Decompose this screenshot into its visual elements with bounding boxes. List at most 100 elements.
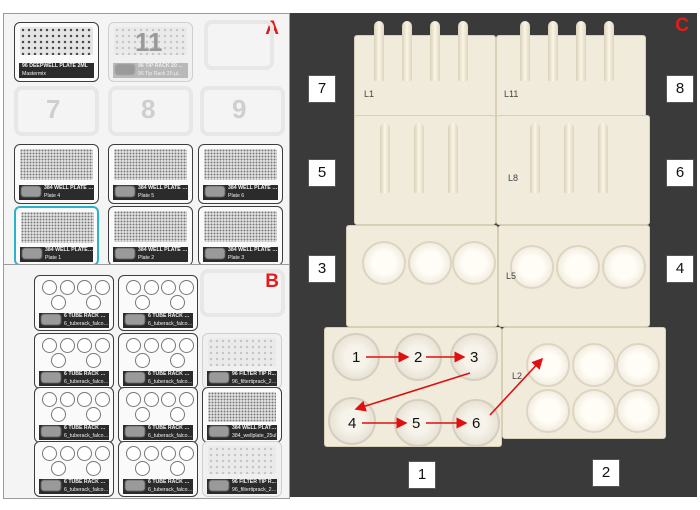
- tube-slot: [42, 392, 58, 407]
- labware-tube-rack[interactable]: 6 TUBE RACK WI... 6_tuberack_falcon...: [118, 333, 198, 389]
- tube-number-5: 5: [412, 415, 421, 432]
- tube-slot: [86, 461, 101, 476]
- labware-caption: 6 TUBE RACK WI... 6_tuberack_falcon_...: [39, 313, 109, 328]
- tube-slot: [59, 446, 75, 461]
- labware-384-plate-2[interactable]: 384 WELL PLATE 25 ... Plate 2: [108, 206, 193, 264]
- labware-caption: 96 FILTER TIP R... 96_filtertiprack_20ul: [207, 371, 277, 386]
- redaction-blur: [125, 480, 145, 491]
- labware-384-plate[interactable]: 384 WELL PLATE 25 ... 384_wellplate_25ul: [202, 387, 282, 443]
- tube-slot: [77, 392, 93, 407]
- tube-slot: [77, 446, 93, 461]
- tube-slot: [161, 446, 177, 461]
- labware-tube-rack[interactable]: 6 TUBE RACK WI... 6_tuberack_falcon...: [34, 441, 114, 497]
- tube-grid: [41, 392, 111, 422]
- labware-caption: 6 TUBE RACK WI... 6_tuberack_falcon...: [39, 479, 109, 494]
- module-label-7: 7: [308, 75, 336, 103]
- labware-tube-rack[interactable]: 6 TUBE RACK WI... 6_tuberack_falcon_...: [34, 275, 114, 331]
- tube-grid: [41, 446, 111, 476]
- redaction-blur: [41, 372, 61, 383]
- redaction-blur: [125, 426, 145, 437]
- labware-384-plate-3[interactable]: 384 WELL PLATE 25 ... Plate 3: [198, 206, 283, 264]
- tip-grid: [208, 446, 276, 474]
- labware-tube-rack[interactable]: 6 TUBE RACK WI... 6_tuberack_falcon...: [118, 387, 198, 443]
- labware-384-plate-6[interactable]: 384 WELL PLATE 25 ... Plate 6: [198, 144, 283, 204]
- labware-tube-rack[interactable]: 6 TUBE RACK WI... 6_tuberack_falcon...: [118, 441, 198, 497]
- tube-slot: [178, 392, 194, 407]
- labware-tip-rack-20ul[interactable]: 11 96 TIP RACK 20 ... 96 Tip Rack 20 µL: [108, 22, 193, 82]
- labware-caption: 384 WELL PLATE 2... Plate 1: [20, 247, 93, 262]
- labware-caption: 96 DEEPWELL PLATE 2ML Mastermix: [19, 63, 94, 78]
- labware-384-plate-4[interactable]: 384 WELL PLATE 25 ... Plate 4: [14, 144, 99, 204]
- panel-b-letter: B: [265, 271, 279, 292]
- labware-filter-tip-rack[interactable]: 96 FILTER TIP R... 96_filtertiprack_20ul: [202, 441, 282, 497]
- well-grid: [114, 149, 187, 180]
- labware-deepwell-plate[interactable]: 96 DEEPWELL PLATE 2ML Mastermix: [14, 22, 99, 82]
- slot-number-7: 7: [46, 94, 61, 124]
- tip-holder-fin: [414, 123, 424, 193]
- tip-holder-fin: [548, 21, 558, 81]
- tube-slot: [170, 461, 185, 476]
- empty-slot-tile: [108, 86, 193, 136]
- rack-label-l11: L11: [504, 89, 519, 99]
- tip-grid: [208, 338, 276, 366]
- well-grid: [20, 27, 93, 55]
- redaction-blur: [209, 426, 229, 437]
- module-label-6: 6: [666, 159, 694, 187]
- tube-grid: [125, 446, 195, 476]
- rack-label-l2: L2: [512, 371, 523, 381]
- arrow-3-to-4: [354, 372, 471, 412]
- tube-number-6: 6: [472, 415, 481, 432]
- tube-holder: [616, 343, 660, 387]
- tube-slot: [135, 407, 150, 422]
- tube-slot: [143, 392, 159, 407]
- tube-slot: [94, 280, 110, 295]
- tube-slot: [51, 295, 66, 310]
- redaction-blur: [125, 372, 145, 383]
- tube-slot: [161, 338, 177, 353]
- labware-tube-rack[interactable]: 6 TUBE RACK WI... 6_tuberack_falcon...: [34, 387, 114, 443]
- tip-holder-fin: [430, 21, 440, 81]
- labware-tube-rack[interactable]: 6 TUBE RACK WI... 6_tuberack_falcon_...: [118, 275, 198, 331]
- rack-label-l1: L1: [364, 89, 375, 99]
- tip-holder-fin: [576, 21, 586, 81]
- redaction-blur: [125, 314, 145, 325]
- tube-slot: [59, 338, 75, 353]
- tube-holder: [526, 389, 570, 433]
- module-label-5: 5: [308, 159, 336, 187]
- panel-b-deck-layout: B 6 TUBE RACK WI... 6_tuberack_falcon_..…: [3, 264, 290, 499]
- tube-number-2: 2: [414, 349, 423, 366]
- redaction-blur: [41, 426, 61, 437]
- tube-grid: [125, 338, 195, 368]
- tube-holder: [362, 241, 406, 285]
- tip-holder-fin: [530, 123, 540, 193]
- labware-filter-tip-rack[interactable]: 96 FILTER TIP R... 96_filtertiprack_20ul: [202, 333, 282, 389]
- redaction-blur: [115, 186, 135, 197]
- tube-number-3: 3: [470, 349, 479, 366]
- tube-slot: [77, 338, 93, 353]
- labware-384-plate-5[interactable]: 384 WELL PLATE 25 ... Plate 5: [108, 144, 193, 204]
- well-grid: [204, 149, 277, 180]
- tube-holder: [556, 245, 600, 289]
- well-grid: [208, 392, 276, 422]
- labware-384-plate-1[interactable]: 384 WELL PLATE 2... Plate 1: [14, 206, 99, 264]
- tube-slot: [143, 280, 159, 295]
- well-grid: [20, 149, 93, 180]
- tip-holder-fin: [380, 123, 390, 193]
- tube-slot: [135, 353, 150, 368]
- tube-slot: [42, 280, 58, 295]
- tip-holder-fin: [458, 21, 468, 81]
- tube-holder: [510, 245, 554, 289]
- tube-slot: [178, 338, 194, 353]
- labware-tube-rack[interactable]: 6 TUBE RACK WI... 6_tuberack_falcon...: [34, 333, 114, 389]
- panel-a-deck-layout: A 7 8 9 96 DEEPWELL PLATE 2ML Mastermix …: [3, 13, 290, 265]
- tip-holder-fin: [374, 21, 384, 81]
- labware-caption: 6 TUBE RACK WI... 6_tuberack_falcon...: [123, 425, 193, 440]
- tube-slot: [170, 353, 185, 368]
- redaction-blur: [22, 248, 42, 259]
- empty-slot-tile: [200, 269, 285, 317]
- redaction-blur: [115, 248, 135, 259]
- tube-slot: [135, 461, 150, 476]
- tube-grid: [125, 392, 195, 422]
- tube-slot: [86, 407, 101, 422]
- tube-grid: [41, 338, 111, 368]
